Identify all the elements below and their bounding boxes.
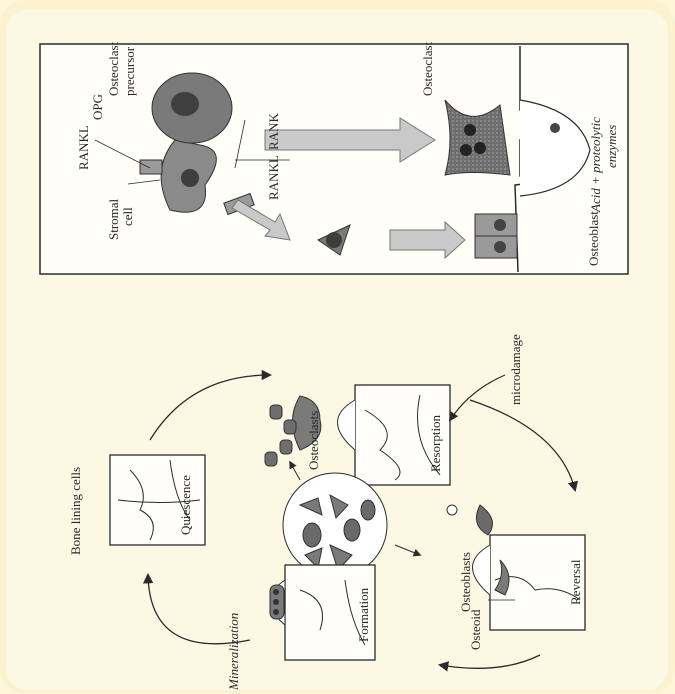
arrow-quiescence-to-resorption [150,375,270,440]
label-reversal: Reversal [568,559,583,605]
label-formation: Formation [356,587,371,642]
label-rank: RANK [266,113,281,150]
osteoclast-precursors [265,405,296,466]
label-osteoblast: Osteoblast [586,211,601,266]
label-stromal: Stromal [106,198,121,240]
label-rankl-mid: RANKL [266,155,281,200]
central-cell-pool [283,473,387,577]
label-osteoclast: Osteoclast [420,41,435,96]
reversal-box: Reversal [473,505,586,630]
label-osteoclasts: Osteoclasts [306,411,321,470]
formation-box: Formation [270,565,375,660]
label-cell: cell [120,207,135,226]
osteoblast-cells [475,214,517,258]
pathway-panel: RANKL OPG Stromal cell Osteoclast precur… [40,41,628,274]
osteoclast-precursor [152,73,232,143]
label-osteoclast-precursor-2: precursor [122,46,137,96]
label-resorption: Resorption [428,414,443,472]
remodeling-cycle: Quiescence Bone lining cells Resorption … [68,334,585,691]
label-rankl-top: RANKL [76,125,91,170]
quiescence-box: Quiescence [110,455,205,545]
label-osteoblasts: Osteoblasts [458,552,473,612]
label-acid-1: Acid + proteolytic [588,117,603,213]
label-bone-lining-cells: Bone lining cells [68,467,83,555]
label-mineralization: Mineralization [226,613,241,691]
label-quiescence: Quiescence [178,475,193,535]
label-osteoid: Osteoid [468,609,483,650]
label-acid-2: enzymes [604,125,619,168]
label-opg: OPG [90,94,105,120]
arrow-reversal-to-formation [440,655,540,668]
arrow-resorption-to-reversal [470,400,575,490]
label-microdamage: microdamage [508,334,523,405]
label-osteoclast-precursor-1: Osteoclast [106,41,121,96]
